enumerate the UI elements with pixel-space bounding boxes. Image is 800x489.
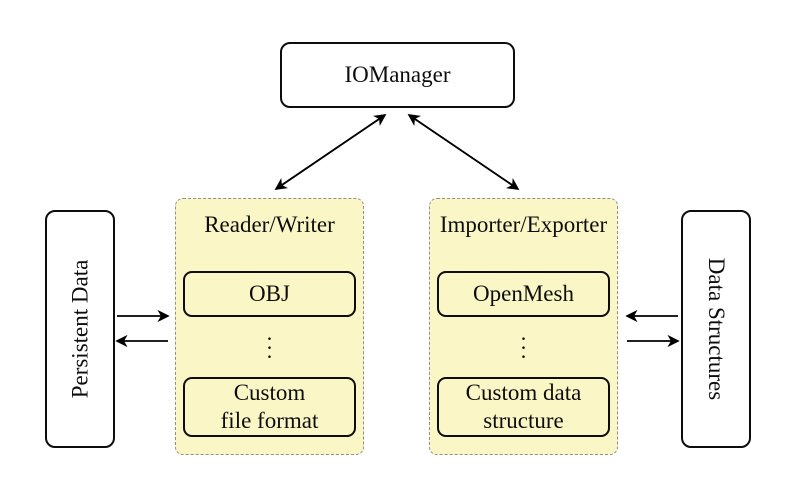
reader-writer-group: Reader/Writer OBJ . . . Custom file form… [175, 198, 364, 455]
custom-file-format-node: Custom file format [183, 377, 356, 437]
arrow-iomanager-importerexporter [407, 114, 520, 190]
custom-data-structure-node: Custom data structure [437, 377, 610, 437]
reader-writer-group-label: Reader/Writer [204, 212, 335, 237]
iomanager-node: IOManager [280, 42, 515, 108]
openmesh-node: OpenMesh [437, 271, 610, 317]
reader-writer-ellipsis: . . . [267, 327, 272, 362]
importer-exporter-ellipsis: . . . [521, 327, 526, 362]
persistent-data-node: Persistent Data [45, 210, 115, 448]
importer-exporter-group-label: Importer/Exporter [439, 212, 608, 237]
arrow-iomanager-readerwriter [274, 114, 387, 190]
importer-exporter-group: Importer/Exporter OpenMesh . . . Custom … [429, 198, 618, 455]
iomanager-label: IOManager [344, 62, 451, 87]
data-structures-label: Data Structures [704, 257, 729, 401]
obj-node: OBJ [183, 271, 356, 317]
data-structures-node: Data Structures [681, 210, 751, 448]
persistent-data-label: Persistent Data [67, 259, 93, 399]
